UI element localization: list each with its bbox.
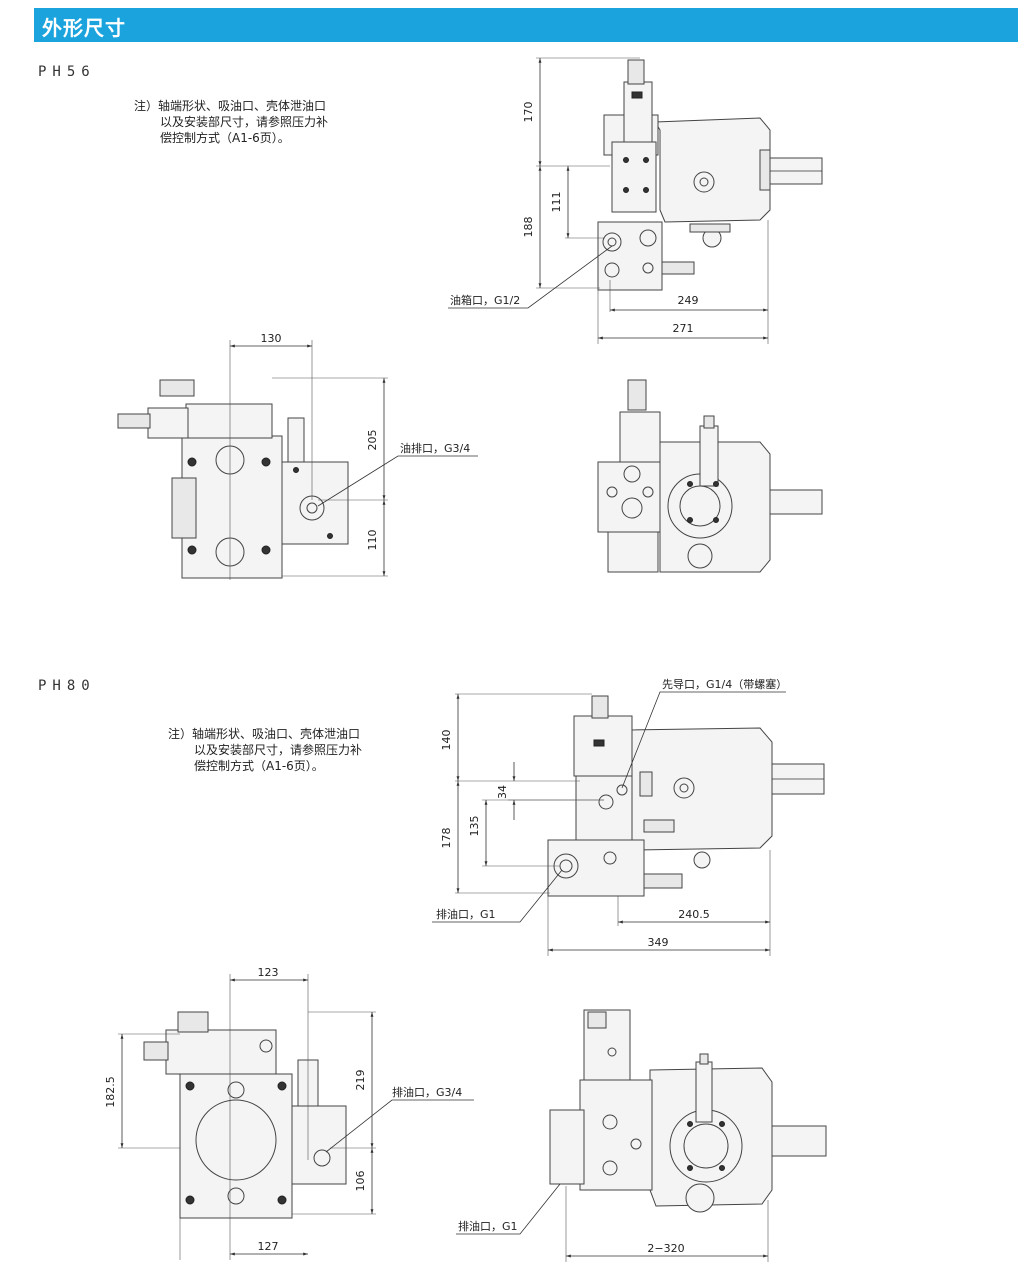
model-ph56-label: PH56 — [38, 64, 96, 80]
ph56-dim-111: 111 — [550, 192, 563, 213]
ph80-note: 注）轴端形状、吸油口、壳体泄油口 — [168, 726, 360, 742]
ph80-dim-240-5: 240.5 — [678, 908, 710, 921]
ph80-drain-g1-label-a: 排油口，G1 — [436, 907, 496, 921]
ph80-note-line3: 偿控制方式（A1-6页）。 — [194, 759, 324, 773]
ph56-note-line2: 以及安装部尺寸，请参照压力补 — [160, 115, 329, 129]
ph80-dim-140: 140 — [440, 730, 453, 751]
ph56-dim-205: 205 — [366, 430, 379, 451]
ph80-dim-127: 127 — [258, 1240, 279, 1253]
ph56-dim-130: 130 — [261, 332, 282, 345]
ph80-top-view — [456, 1009, 827, 1262]
ph56-dim-188: 188 — [522, 217, 535, 238]
ph56-tank-port-label: 油箱口，G1/2 — [450, 293, 520, 307]
ph80-note-line1: 注）轴端形状、吸油口、壳体泄油口 — [168, 727, 361, 741]
ph80-dim-34: 34 — [496, 785, 509, 799]
ph80-dim-123: 123 — [258, 966, 279, 979]
ph80-dim-106: 106 — [354, 1171, 367, 1192]
ph56-note-2: 以及安装部尺寸，请参照压力补 — [160, 114, 328, 130]
ph80-note-3: 偿控制方式（A1-6页）。 — [194, 758, 324, 774]
ph56-dim-271: 271 — [673, 322, 694, 335]
ph56-note-line1: 注）轴端形状、吸油口、壳体泄油口 — [134, 99, 327, 113]
ph80-dim-182-5: 182.5 — [104, 1076, 117, 1108]
model-ph80-label: PH80 — [38, 678, 96, 694]
ph80-dim-219: 219 — [354, 1070, 367, 1091]
ph56-top-view — [597, 379, 823, 573]
ph80-side-view — [432, 691, 825, 956]
ph56-note-line3: 偿控制方式（A1-6页）。 — [160, 131, 290, 145]
ph56-drain-port-label: 油排口，G3/4 — [400, 441, 470, 455]
ph56-dim-110: 110 — [366, 530, 379, 551]
ph80-pilot-port-label: 先导口，G1/4（带螺塞） — [662, 677, 787, 691]
ph80-dim-2-320: 2−320 — [647, 1242, 684, 1255]
section-title: 外形尺寸 — [42, 16, 126, 40]
ph80-drain-g1-label-b: 排油口，G1 — [458, 1219, 518, 1233]
ph56-dim-249: 249 — [678, 294, 699, 307]
ph56-dim-170: 170 — [522, 102, 535, 123]
ph56-front-view — [117, 340, 478, 580]
ph80-front-view — [118, 974, 474, 1260]
ph80-dim-135: 135 — [468, 816, 481, 837]
ph56-note: 注）轴端形状、吸油口、壳体泄油口 — [134, 98, 326, 114]
ph80-note-line2: 以及安装部尺寸，请参照压力补 — [194, 743, 363, 757]
ph80-dim-178: 178 — [440, 828, 453, 849]
ph80-dim-349: 349 — [648, 936, 669, 949]
ph80-drain-g34-label: 排油口，G3/4 — [392, 1085, 462, 1099]
ph56-note-3: 偿控制方式（A1-6页）。 — [160, 130, 290, 146]
ph80-note-2: 以及安装部尺寸，请参照压力补 — [194, 742, 362, 758]
ph56-side-view — [448, 57, 823, 344]
section-header: 外形尺寸 — [34, 8, 1018, 42]
